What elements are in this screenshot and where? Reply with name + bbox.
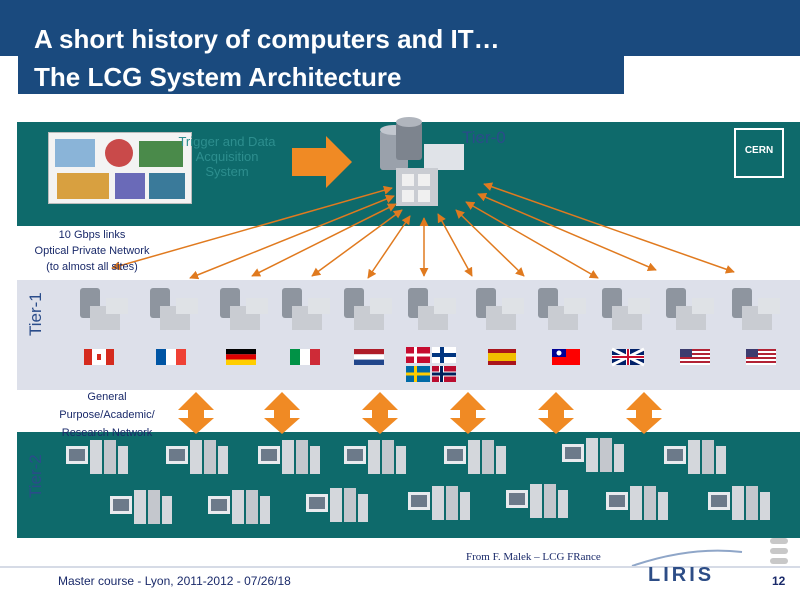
source-credit: From F. Malek – LCG FRance xyxy=(466,551,601,563)
flag-canada-icon xyxy=(84,349,114,365)
cern-logo-text: CERN xyxy=(744,145,774,156)
flag-uk-icon xyxy=(611,347,645,367)
flag-usa-icon-2 xyxy=(746,349,776,365)
flag-italy-icon xyxy=(290,349,320,365)
cern-logo: CERN xyxy=(734,128,784,178)
liris-logo-swoosh xyxy=(631,549,743,567)
network-label: 10 Gbps links Optical Private Network (t… xyxy=(14,227,170,275)
general-label-line3: Research Network xyxy=(61,427,153,439)
liris-logo: LIRIS xyxy=(648,564,715,586)
flag-taiwan-icon xyxy=(552,349,580,365)
flag-finland-icon xyxy=(432,347,456,363)
tier1-flags xyxy=(84,347,776,382)
title-gap xyxy=(624,56,800,94)
tier1-tier2-links xyxy=(178,392,662,434)
flag-sweden-icon xyxy=(406,366,430,382)
network-label-line3: (to almost all sites) xyxy=(46,261,138,273)
footer-text: Master course - Lyon, 2011-2012 - 07/26/… xyxy=(58,574,291,588)
page-number: 12 xyxy=(772,574,786,588)
general-label-line1: General xyxy=(87,391,127,403)
flag-norway-icon xyxy=(432,366,456,382)
slide-nav-icon[interactable] xyxy=(770,538,790,568)
slide-title-line1: A short history of computers and IT… xyxy=(34,24,500,54)
data-flow-arrow xyxy=(292,136,352,188)
tier0-server-cluster xyxy=(380,117,464,206)
flag-usa-icon-1 xyxy=(680,349,710,365)
slide-title-line2: The LCG System Architecture xyxy=(34,62,402,92)
network-label-line1: 10 Gbps links xyxy=(58,229,126,241)
flag-netherlands-icon xyxy=(354,349,384,365)
network-label-line2: Optical Private Network xyxy=(34,245,150,257)
flag-france-icon xyxy=(156,349,186,365)
detector-collage-image xyxy=(48,132,192,204)
tier2-computers xyxy=(66,438,770,524)
flag-spain-icon xyxy=(488,349,516,365)
trigger-daq-label: Trigger and Data Acquisition System xyxy=(178,134,276,179)
tier0-label: Tier-0 xyxy=(462,128,506,147)
general-network-label: General Purpose/Academic/ Research Netwo… xyxy=(40,388,174,442)
flag-germany-icon xyxy=(226,349,256,365)
flag-denmark-icon xyxy=(406,347,430,363)
title-box xyxy=(18,18,624,94)
footer-divider xyxy=(0,566,800,568)
general-label-line2: Purpose/Academic/ xyxy=(59,409,155,421)
tier1-server-clusters xyxy=(80,288,780,330)
